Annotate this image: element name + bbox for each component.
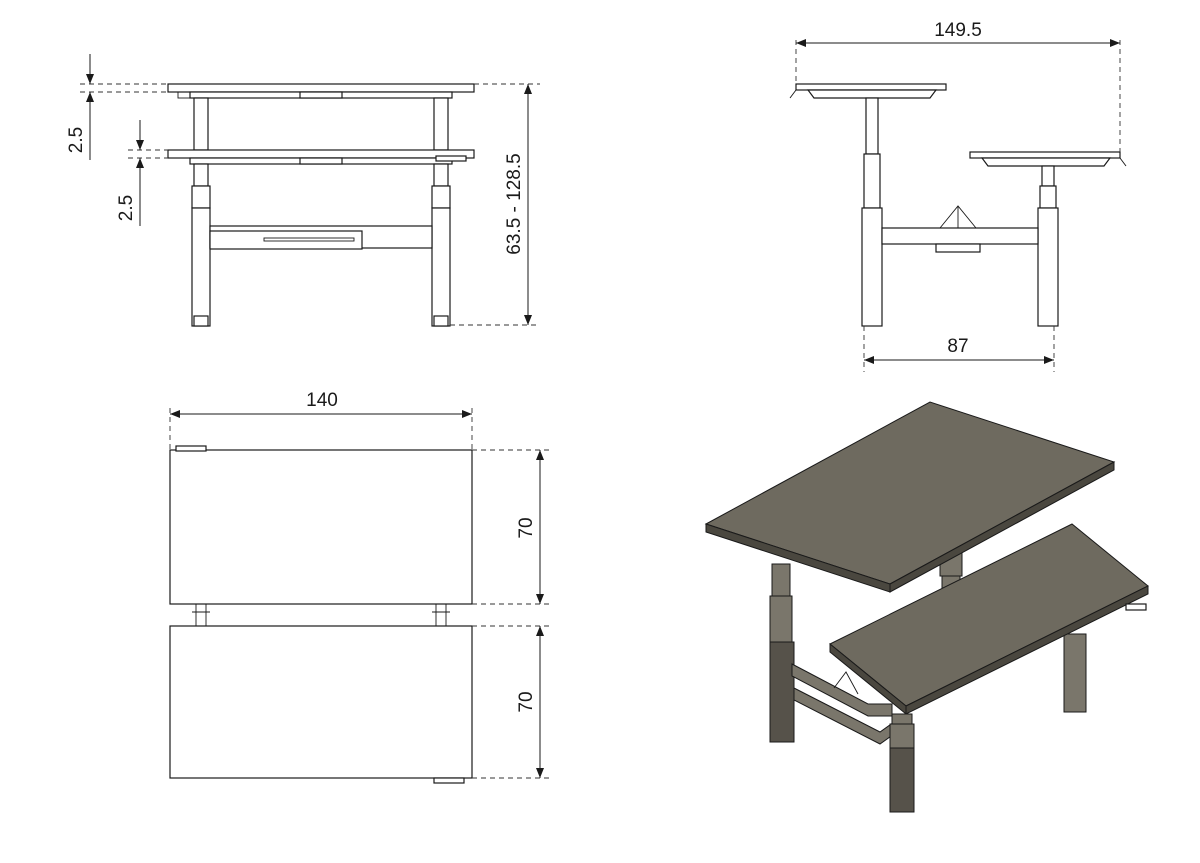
top-view: 140 70 70 — [169, 390, 550, 784]
side-view: 149.5 87 — [789, 20, 1127, 372]
top-depth-lower-label: 70 — [516, 691, 537, 712]
front-second-offset-label: 2.5 — [116, 195, 137, 221]
foot-span-label: 87 — [947, 336, 968, 357]
top-depth-upper-label: 70 — [516, 517, 537, 538]
front-top-offset-label: 2.5 — [66, 127, 87, 153]
isometric-view — [704, 401, 1149, 813]
height-range-label: 63.5 - 128.5 — [504, 153, 525, 254]
top-width-label: 140 — [306, 390, 338, 411]
front-view: 2.5 2.5 63.5 - 128.5 — [66, 54, 540, 327]
overall-depth-label: 149.5 — [934, 20, 982, 41]
